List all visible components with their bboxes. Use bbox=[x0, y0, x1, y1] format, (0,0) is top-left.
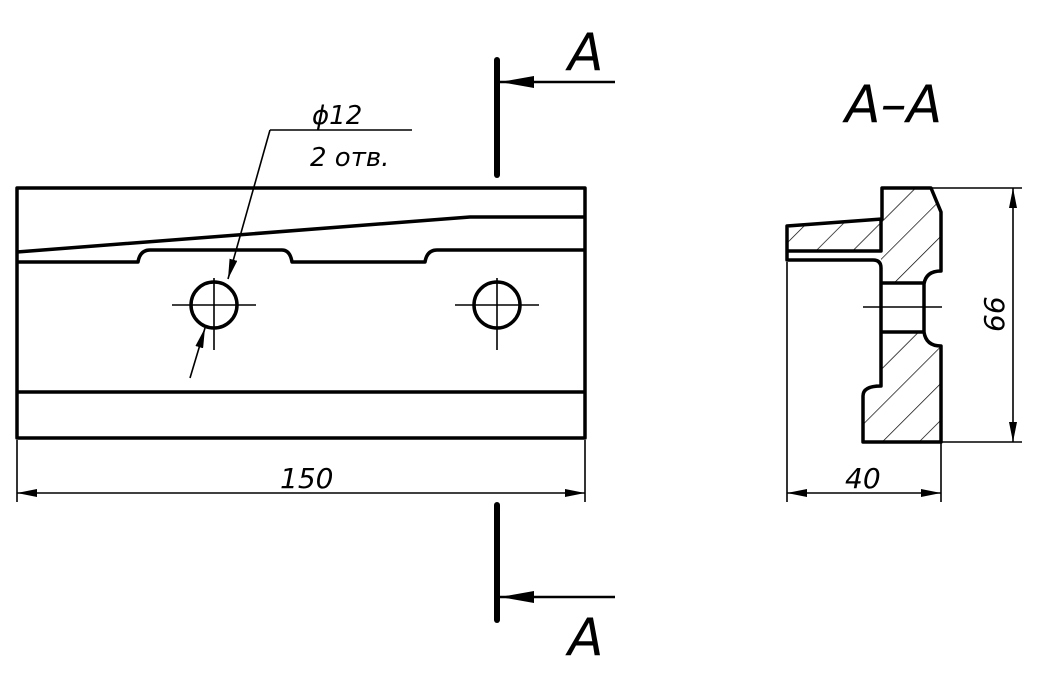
taper-edge bbox=[16, 215, 585, 254]
section-view: A–A 66 40 bbox=[785, 75, 1022, 502]
dim-width-label: 40 bbox=[845, 462, 881, 495]
part-outline bbox=[15, 186, 587, 440]
groove-edge bbox=[17, 248, 585, 264]
section-title: A–A bbox=[842, 75, 942, 135]
hole-diameter-label: ϕ12 bbox=[312, 101, 362, 131]
front-view: ϕ12 2 отв. 150 bbox=[15, 101, 587, 502]
dim-length-label: 150 bbox=[280, 462, 333, 495]
dim-height-label: 66 bbox=[978, 296, 1011, 332]
hole-count-label: 2 отв. bbox=[310, 143, 389, 173]
leader-line bbox=[227, 129, 271, 280]
section-letter-top: A bbox=[565, 23, 604, 83]
section-markers: A A bbox=[494, 23, 615, 668]
section-letter-bottom: A bbox=[565, 608, 604, 668]
centerlines bbox=[172, 278, 539, 350]
section-outline bbox=[785, 186, 943, 444]
